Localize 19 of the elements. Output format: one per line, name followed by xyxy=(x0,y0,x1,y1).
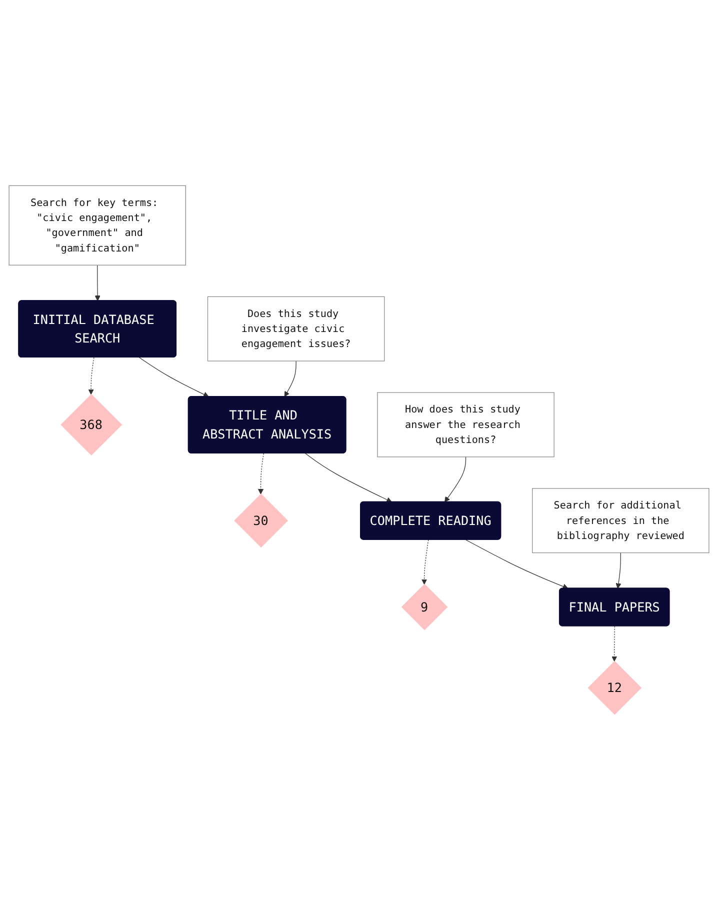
arrow xyxy=(444,456,466,502)
node-diamond: 9 xyxy=(401,584,448,630)
node-diamond: 368 xyxy=(60,394,122,456)
node-box: Search for key terms: "civic engagement", "government" and "gamification" xyxy=(8,185,186,266)
node-diamond: 30 xyxy=(234,494,288,548)
arrow xyxy=(139,357,209,397)
arrow xyxy=(88,357,94,395)
arrow xyxy=(305,453,392,502)
arrow xyxy=(258,453,264,494)
node-box: Search for additional references in the bibliography reviewed xyxy=(532,488,710,554)
node-box: Does this study investigate civic engagement issues? xyxy=(207,296,385,362)
arrow xyxy=(421,540,429,585)
arrow xyxy=(284,360,296,397)
arrow xyxy=(616,552,622,589)
arrow xyxy=(466,540,568,590)
arrow xyxy=(612,626,618,662)
node-diamond: 12 xyxy=(588,660,642,715)
node-box: How does this study answer the research questions? xyxy=(377,392,554,458)
arrow xyxy=(94,264,100,302)
